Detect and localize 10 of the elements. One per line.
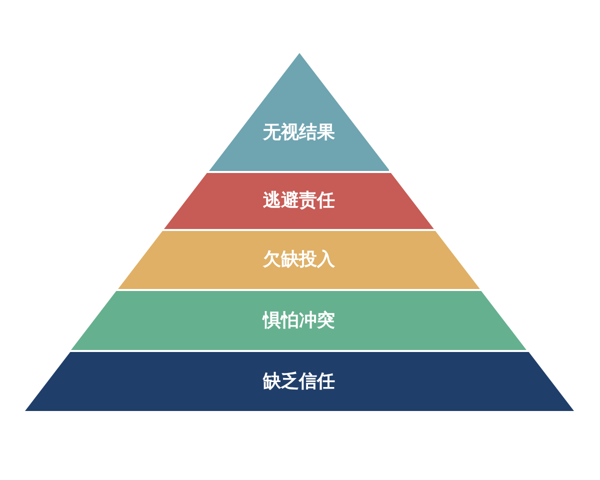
level-label: 缺乏信任 — [263, 372, 335, 390]
pyramid-top-triangle — [208, 53, 390, 171]
level-label: 欠缺投入 — [262, 251, 335, 269]
pyramid-level — [71, 291, 527, 350]
level-label: 逃避责任 — [262, 192, 335, 210]
level-label: 惧怕冲突 — [262, 312, 335, 330]
pyramid-level — [118, 231, 480, 289]
level-label: 无视结果 — [262, 124, 335, 142]
pyramid-level — [24, 352, 574, 411]
pyramid-level — [164, 173, 434, 229]
